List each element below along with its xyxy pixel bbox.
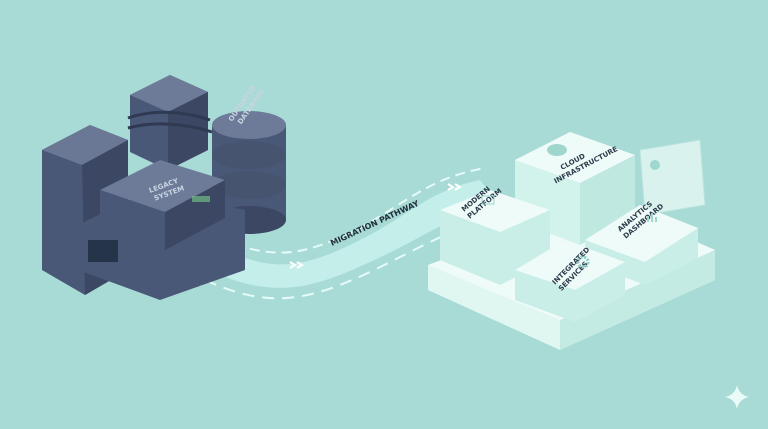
cloud-icon — [547, 144, 567, 156]
dashboard-panel — [639, 139, 706, 216]
legacy-system-cluster: OUTDATED DATABASE LEGACY SYSTEM — [42, 75, 286, 300]
integrated-services-block: INTEGRATED SERVICES — [515, 240, 625, 322]
pie-chart-icon — [650, 160, 660, 170]
monitor-icon — [481, 195, 495, 205]
sparkle-icon — [725, 385, 749, 409]
cables — [127, 110, 213, 134]
bar-chart-icon — [647, 213, 657, 222]
gear-icon — [576, 255, 590, 269]
terminal-screen — [88, 240, 118, 262]
